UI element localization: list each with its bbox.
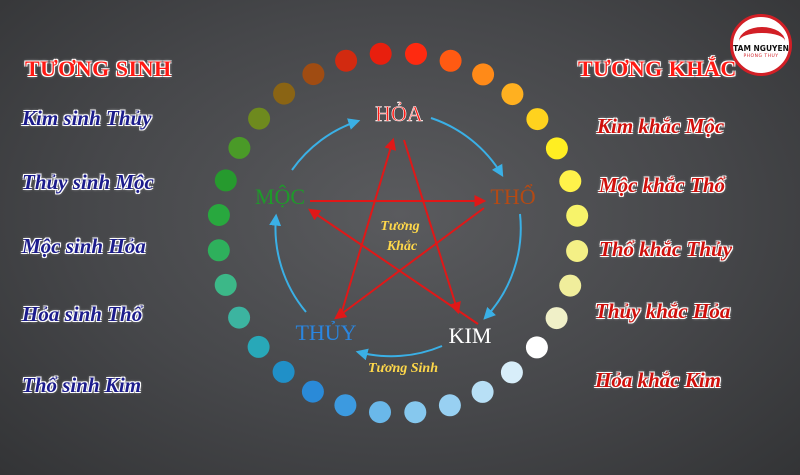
color-dot	[471, 380, 494, 403]
sinh-item-1: Kim sinh Thủy	[22, 106, 152, 130]
color-dot	[566, 204, 589, 227]
color-dot	[228, 136, 251, 159]
tuong-sinh-cycle-label: Tương Sinh	[368, 361, 438, 376]
khac-item-1: Kim khắc Mộc	[597, 114, 725, 138]
tuong-sinh-cycle	[269, 117, 522, 361]
color-dot	[273, 82, 296, 105]
center-label-line2: Khắc	[386, 239, 418, 254]
tuong-khac-star	[308, 137, 487, 325]
khac-arrow-hoa-kim	[403, 139, 461, 315]
color-dot-ring	[207, 42, 589, 424]
khac-item-2: Mộc khắc Thổ	[599, 173, 725, 197]
color-dot	[545, 307, 568, 330]
khac-arrow-thuy-hoa	[339, 137, 397, 319]
element-hoa: HỎA	[375, 101, 423, 126]
cycle-arrow-tho-kim	[483, 213, 522, 320]
sinh-item-2: Thủy sinh Mộc	[22, 170, 154, 194]
color-dot	[438, 394, 461, 417]
khac-item-3: Thổ khắc Thủy	[599, 237, 733, 261]
color-dot	[302, 63, 325, 86]
cycle-arrow-kim-thuy	[355, 345, 443, 361]
color-dot	[404, 401, 427, 424]
color-dot	[559, 170, 582, 193]
cycle-arrow-moc-hoa	[291, 118, 361, 171]
khac-arrow-tho-thuy	[334, 207, 485, 320]
color-dot	[248, 107, 271, 130]
khac-item-4: Thủy khắc Hỏa	[595, 299, 731, 323]
color-dot	[369, 401, 391, 424]
color-dot	[545, 137, 568, 160]
color-dot	[472, 63, 495, 86]
color-dot	[335, 49, 358, 72]
color-dot	[247, 335, 270, 358]
color-dot	[214, 273, 237, 296]
color-dot	[405, 42, 427, 65]
sinh-item-3: Mộc sinh Hỏa	[22, 234, 146, 258]
color-dot	[525, 336, 548, 359]
tam-nguyen-logo: TAM NGUYEN PHONG THUY	[730, 14, 792, 76]
color-dot	[500, 361, 523, 384]
color-dot	[272, 360, 295, 383]
color-dot	[526, 108, 549, 131]
tuong-sinh-title: TƯƠNG SINH	[25, 56, 172, 81]
sinh-item-4: Hỏa sinh Thổ	[22, 302, 143, 326]
khac-item-5: Hỏa khắc Kim	[595, 368, 722, 392]
element-tho: THỔ	[490, 184, 535, 209]
center-label-line1: Tương	[380, 219, 419, 234]
element-thuy: THỦY	[295, 320, 356, 345]
color-dot	[301, 380, 324, 403]
logo-name: TAM NGUYEN	[733, 44, 789, 53]
color-dot	[207, 239, 230, 262]
color-dot	[439, 49, 462, 72]
logo-swoosh-icon	[739, 27, 785, 55]
color-dot	[501, 83, 524, 106]
element-moc: MỘC	[255, 184, 305, 209]
color-dot	[559, 274, 582, 297]
color-dot	[214, 169, 237, 192]
color-dot	[369, 42, 392, 65]
logo-sub: PHONG THUY	[743, 54, 779, 59]
element-kim: KIM	[449, 323, 492, 348]
color-dot	[334, 394, 357, 417]
cycle-arrow-hoa-tho	[430, 117, 504, 178]
cycle-arrow-thuy-moc	[269, 213, 307, 313]
color-dot	[207, 204, 230, 226]
tuong-khac-title: TƯƠNG KHẮC	[578, 56, 737, 81]
color-dot	[228, 306, 251, 329]
color-dot	[566, 240, 589, 262]
sinh-item-5: Thổ sinh Kim	[22, 373, 142, 397]
